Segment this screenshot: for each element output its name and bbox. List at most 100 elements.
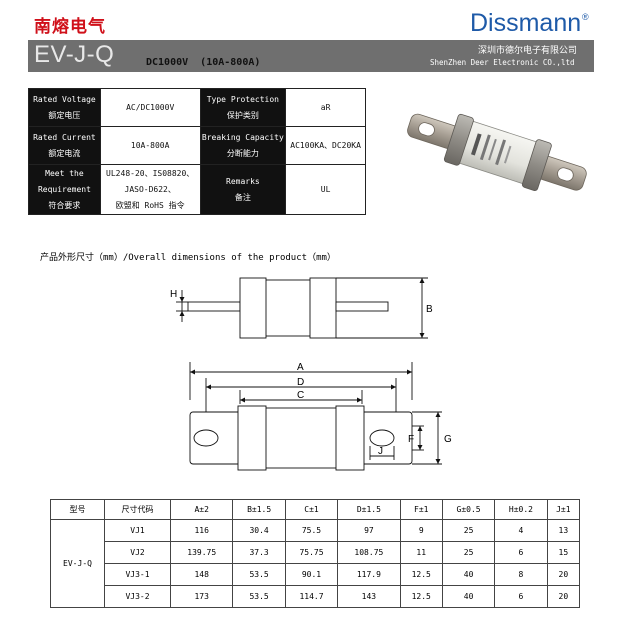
- table-cell: 13: [546, 519, 581, 542]
- column-header: B±1.5: [232, 499, 286, 520]
- title-bar: [28, 40, 594, 72]
- table-cell: 114.7: [284, 585, 339, 608]
- table-cell: 53.5: [232, 585, 286, 608]
- value-cell: AC/DC1000V: [99, 88, 201, 127]
- dim-label-g: G: [444, 434, 452, 445]
- brand-logo-text: Dissmann: [470, 9, 582, 37]
- header-label-en: Type Protection: [206, 94, 279, 104]
- table-cell: 25: [441, 541, 496, 564]
- table-cell: 6: [494, 585, 548, 608]
- table-cell: 11: [399, 541, 443, 564]
- table-row: EV-J-Q VJ1 116 30.4 75.5 97 9 25 4 13: [50, 519, 581, 608]
- value-cell: AC100KA、DC20KA: [285, 126, 366, 165]
- table-cell: 20: [546, 585, 581, 608]
- table-cell: 9: [399, 519, 443, 542]
- header-label-cn: 分断能力: [226, 148, 259, 158]
- dim-label-f: F: [408, 434, 414, 445]
- column-header: F±1: [399, 499, 443, 520]
- header-label-cn: 额定电压: [48, 110, 81, 120]
- table-cell: VJ3-1: [104, 563, 171, 586]
- column-header: G±0.5: [441, 499, 496, 520]
- header-label-cn: 符合要求: [48, 200, 81, 210]
- column-header: C±1: [284, 499, 339, 520]
- dim-label-b: B: [426, 304, 433, 315]
- spec-table: Rated Voltage 额定电压 AC/DC1000V Type Prote…: [28, 88, 366, 215]
- table-row: Rated Voltage 额定电压 AC/DC1000V Type Prote…: [28, 88, 366, 127]
- fuse-product-photo: [407, 113, 587, 191]
- table-cell: 37.3: [232, 541, 286, 564]
- side-view-drawing: H B: [170, 277, 433, 339]
- column-header: D±1.5: [337, 499, 401, 520]
- table-cell: 12.5: [399, 563, 443, 586]
- voltage-current-spec: DC1000V (10A-800A): [146, 57, 261, 68]
- header-label-en: Meet the: [45, 168, 84, 178]
- header-cell: Breaking Capacity 分断能力: [199, 126, 287, 165]
- value-line: UL248-20、IS08820、: [106, 168, 195, 178]
- table-cell: 148: [169, 563, 234, 586]
- table-cell: 75.5: [284, 519, 339, 542]
- dim-label-c: C: [297, 390, 304, 401]
- value-cell: UL248-20、IS08820、 JASO-D622、 欧盟和 RoHS 指令: [99, 164, 201, 215]
- column-header: 尺寸代码: [104, 499, 171, 520]
- table-row: VJ2 139.75 37.3 75.75 108.75 11 25 6 15: [51, 541, 581, 564]
- column-header: A±2: [169, 499, 234, 520]
- dimensions-title: 产品外形尺寸（mm）/Overall dimensions of the pro…: [40, 253, 336, 263]
- table-cell: 20: [546, 563, 581, 586]
- table-cell: 75.75: [284, 541, 339, 564]
- header-label-en: Breaking Capacity: [201, 132, 284, 142]
- table-cell: 173: [169, 585, 234, 608]
- table-cell: 53.5: [232, 563, 286, 586]
- table-row: VJ3-2 173 53.5 114.7 143 12.5 40 6 20: [51, 585, 581, 608]
- header-cell: Meet the Requirement 符合要求: [28, 164, 101, 215]
- table-cell: 15: [546, 541, 581, 564]
- brand-chinese-name: 南熔电气: [34, 17, 106, 37]
- table-cell: 139.75: [169, 541, 234, 564]
- model-title: EV-J-Q: [34, 41, 115, 68]
- column-header: J±1: [546, 499, 581, 520]
- table-row: VJ3-1 148 53.5 90.1 117.9 12.5 40 8 20: [51, 563, 581, 586]
- header-label-en: Remarks: [226, 176, 260, 186]
- top-view-drawing: A D C F G J: [189, 362, 452, 471]
- header-cell: Rated Voltage 额定电压: [28, 88, 101, 127]
- company-name-cn: 深圳市德尔电子有限公司: [478, 46, 578, 56]
- dimensions-table: 型号 尺寸代码 A±2 B±1.5 C±1 D±1.5 F±1 G±0.5 H±…: [50, 499, 581, 608]
- table-cell: 97: [337, 519, 401, 542]
- header-cell: Type Protection 保护类别: [199, 88, 287, 127]
- table-row: Rated Current 额定电流 10A-800A Breaking Cap…: [28, 126, 366, 165]
- dim-label-a: A: [297, 362, 304, 373]
- table-cell: 12.5: [399, 585, 443, 608]
- column-header: H±0.2: [494, 499, 548, 520]
- header-label-en: Requirement: [37, 184, 91, 194]
- dim-label-j: J: [378, 446, 383, 457]
- table-cell: 40: [441, 563, 496, 586]
- value-cell: UL: [285, 164, 366, 215]
- dim-label-d: D: [297, 377, 304, 388]
- value-line: 欧盟和 RoHS 指令: [115, 200, 185, 210]
- header-cell: Remarks 备注: [199, 164, 287, 215]
- table-cell: 40: [441, 585, 496, 608]
- table-cell: 30.4: [232, 519, 286, 542]
- table-row: Meet the Requirement 符合要求 UL248-20、IS088…: [28, 164, 366, 215]
- table-cell: VJ1: [104, 519, 171, 542]
- table-header-row: 型号 尺寸代码 A±2 B±1.5 C±1 D±1.5 F±1 G±0.5 H±…: [50, 499, 581, 520]
- header-label-en: Rated Voltage: [33, 94, 96, 104]
- value-cell: 10A-800A: [99, 126, 201, 165]
- table-cell: 4: [494, 519, 548, 542]
- value-cell: aR: [285, 88, 366, 127]
- header-cell: Rated Current 额定电流: [28, 126, 101, 165]
- table-cell: VJ2: [104, 541, 171, 564]
- model-cell: EV-J-Q: [50, 519, 105, 608]
- header-label-cn: 备注: [234, 192, 251, 202]
- table-cell: 143: [337, 585, 401, 608]
- table-cell: 90.1: [284, 563, 339, 586]
- column-header: 型号: [50, 499, 105, 520]
- table-cell: 8: [494, 563, 548, 586]
- table-cell: 116: [169, 519, 234, 542]
- company-name-en: ShenZhen Deer Electronic CO.,ltd: [430, 58, 575, 67]
- table-cell: 117.9: [337, 563, 401, 586]
- dim-label-h: H: [170, 289, 177, 300]
- header-label-cn: 额定电流: [48, 148, 81, 158]
- header-label-en: Rated Current: [33, 132, 96, 142]
- table-cell: VJ3-2: [104, 585, 171, 608]
- table-cell: 25: [441, 519, 496, 542]
